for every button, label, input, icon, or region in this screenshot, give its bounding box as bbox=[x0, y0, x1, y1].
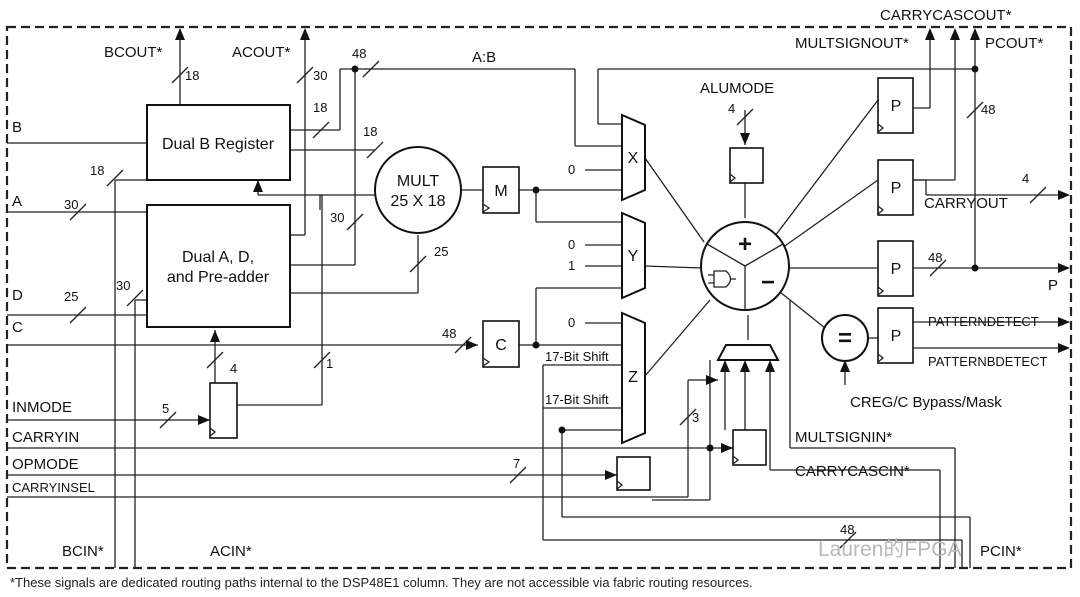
pattern-compare-block bbox=[821, 314, 869, 362]
dual-a-label-line1: Dual A, D, bbox=[182, 249, 254, 266]
width-ab-bus: 48 bbox=[352, 46, 366, 61]
p-output-label: P bbox=[1048, 277, 1058, 294]
x-mux bbox=[621, 113, 646, 202]
p-register-carryout-label: P bbox=[891, 180, 902, 197]
input-d-label: D bbox=[12, 287, 23, 304]
width-inmode-in: 5 bbox=[162, 401, 169, 416]
width-opmode: 7 bbox=[513, 456, 520, 471]
width-pcout: 48 bbox=[981, 102, 995, 117]
c-register bbox=[482, 320, 520, 368]
p-register-carrycascout bbox=[877, 77, 914, 134]
inmode-register bbox=[209, 382, 238, 439]
bus-width-marks bbox=[69, 60, 1047, 549]
width-acin: 30 bbox=[116, 278, 130, 293]
z-mux-label: Z bbox=[628, 369, 638, 386]
width-a-in: 30 bbox=[64, 197, 78, 212]
width-b-to-mult: 18 bbox=[363, 124, 377, 139]
p-register-output-label: P bbox=[891, 261, 902, 278]
alu-minus-sign: − bbox=[761, 269, 775, 296]
m-register-label: M bbox=[494, 183, 507, 200]
width-b-reg-out: 18 bbox=[313, 100, 327, 115]
opmode-label: OPMODE bbox=[12, 456, 79, 473]
width-bcout: 18 bbox=[185, 68, 199, 83]
carrycascout-label: CARRYCASCOUT* bbox=[880, 7, 1012, 24]
junction-dots bbox=[351, 65, 979, 452]
p-register-output bbox=[877, 240, 914, 297]
mult-label-line2: 25 X 18 bbox=[390, 193, 445, 210]
dual-a-label-line2: and Pre-adder bbox=[167, 269, 270, 286]
pcin-label: PCIN* bbox=[980, 543, 1022, 560]
y-mux bbox=[621, 211, 646, 300]
width-c-in: 48 bbox=[442, 326, 456, 341]
carryout-label: CARRYOUT bbox=[924, 195, 1008, 212]
width-preadd-out: 25 bbox=[434, 244, 448, 259]
p-register-pattern-label: P bbox=[891, 328, 902, 345]
z-mux-zero-label: 0 bbox=[568, 315, 575, 330]
input-b-label: B bbox=[12, 119, 22, 136]
c-register-label: C bbox=[495, 337, 507, 354]
carryin-label: CARRYIN bbox=[12, 429, 79, 446]
y-mux-zero-label: 0 bbox=[568, 237, 575, 252]
width-p-out: 48 bbox=[928, 250, 942, 265]
width-carryout: 4 bbox=[1022, 171, 1029, 186]
arrowheads bbox=[175, 28, 1070, 480]
width-acout: 30 bbox=[313, 68, 327, 83]
alumode-register bbox=[729, 147, 764, 184]
carryin-register bbox=[732, 429, 767, 466]
input-a-label: A bbox=[12, 193, 22, 210]
width-a-to-mult: 30 bbox=[330, 210, 344, 225]
patternbdetect-label: PATTERNBDETECT bbox=[928, 354, 1047, 369]
y-mux-one-label: 1 bbox=[568, 258, 575, 273]
width-alumode: 4 bbox=[728, 101, 735, 116]
width-bcin: 18 bbox=[90, 163, 104, 178]
m-register bbox=[482, 166, 520, 214]
z-mux bbox=[621, 311, 646, 445]
x-mux-label: X bbox=[628, 150, 639, 167]
p-register-pattern bbox=[877, 307, 914, 364]
p-register-carryout bbox=[877, 159, 914, 216]
alu-plus-sign: + bbox=[738, 231, 752, 258]
dual-b-register-label: Dual B Register bbox=[162, 136, 275, 153]
width-pcin: 48 bbox=[840, 522, 854, 537]
wiring bbox=[7, 36, 1060, 568]
multsignout-label: MULTSIGNOUT* bbox=[795, 35, 909, 52]
mult-label-line1: MULT bbox=[397, 173, 440, 190]
width-inmode-1: 1 bbox=[326, 356, 333, 371]
y-mux-label: Y bbox=[628, 248, 639, 265]
patterndetect-label: PATTERNDETECT bbox=[928, 314, 1039, 329]
dual-b-register-block bbox=[146, 104, 291, 181]
dsp-slice-boundary bbox=[5, 25, 1073, 570]
multiplier-block bbox=[374, 146, 462, 234]
x-mux-zero-label: 0 bbox=[568, 162, 575, 177]
pattern-compare-equals: = bbox=[838, 325, 852, 352]
footnote-text: *These signals are dedicated routing pat… bbox=[10, 575, 753, 590]
acin-label: ACIN* bbox=[210, 543, 252, 560]
watermark-text: Lauren的FPGA bbox=[818, 538, 962, 561]
shift-17-label-b: 17-Bit Shift bbox=[545, 392, 609, 407]
alu-logic-gate-icon bbox=[708, 270, 736, 288]
width-d-in: 25 bbox=[64, 289, 78, 304]
dual-a-d-preadder-block bbox=[146, 204, 291, 328]
width-inmode-4: 4 bbox=[230, 361, 237, 376]
carry-mux bbox=[716, 344, 780, 361]
carrycascin-label: CARRYCASCIN* bbox=[795, 463, 910, 480]
acout-label: ACOUT* bbox=[232, 44, 291, 61]
multsignin-label: MULTSIGNIN* bbox=[795, 429, 892, 446]
p-register-carrycascout-label: P bbox=[891, 98, 902, 115]
carryinsel-label: CARRYINSEL bbox=[12, 480, 95, 495]
pcout-label: PCOUT* bbox=[985, 35, 1044, 52]
opmode-register bbox=[616, 456, 651, 491]
shift-17-label-a: 17-Bit Shift bbox=[545, 349, 609, 364]
creg-mask-label: CREG/C Bypass/Mask bbox=[850, 394, 1002, 411]
input-c-label: C bbox=[12, 319, 23, 336]
ab-bus-label: A:B bbox=[472, 49, 496, 66]
inmode-label: INMODE bbox=[12, 399, 72, 416]
width-carryinsel: 3 bbox=[692, 410, 699, 425]
alumode-label: ALUMODE bbox=[700, 80, 774, 97]
bcin-label: BCIN* bbox=[62, 543, 104, 560]
bcout-label: BCOUT* bbox=[104, 44, 163, 61]
